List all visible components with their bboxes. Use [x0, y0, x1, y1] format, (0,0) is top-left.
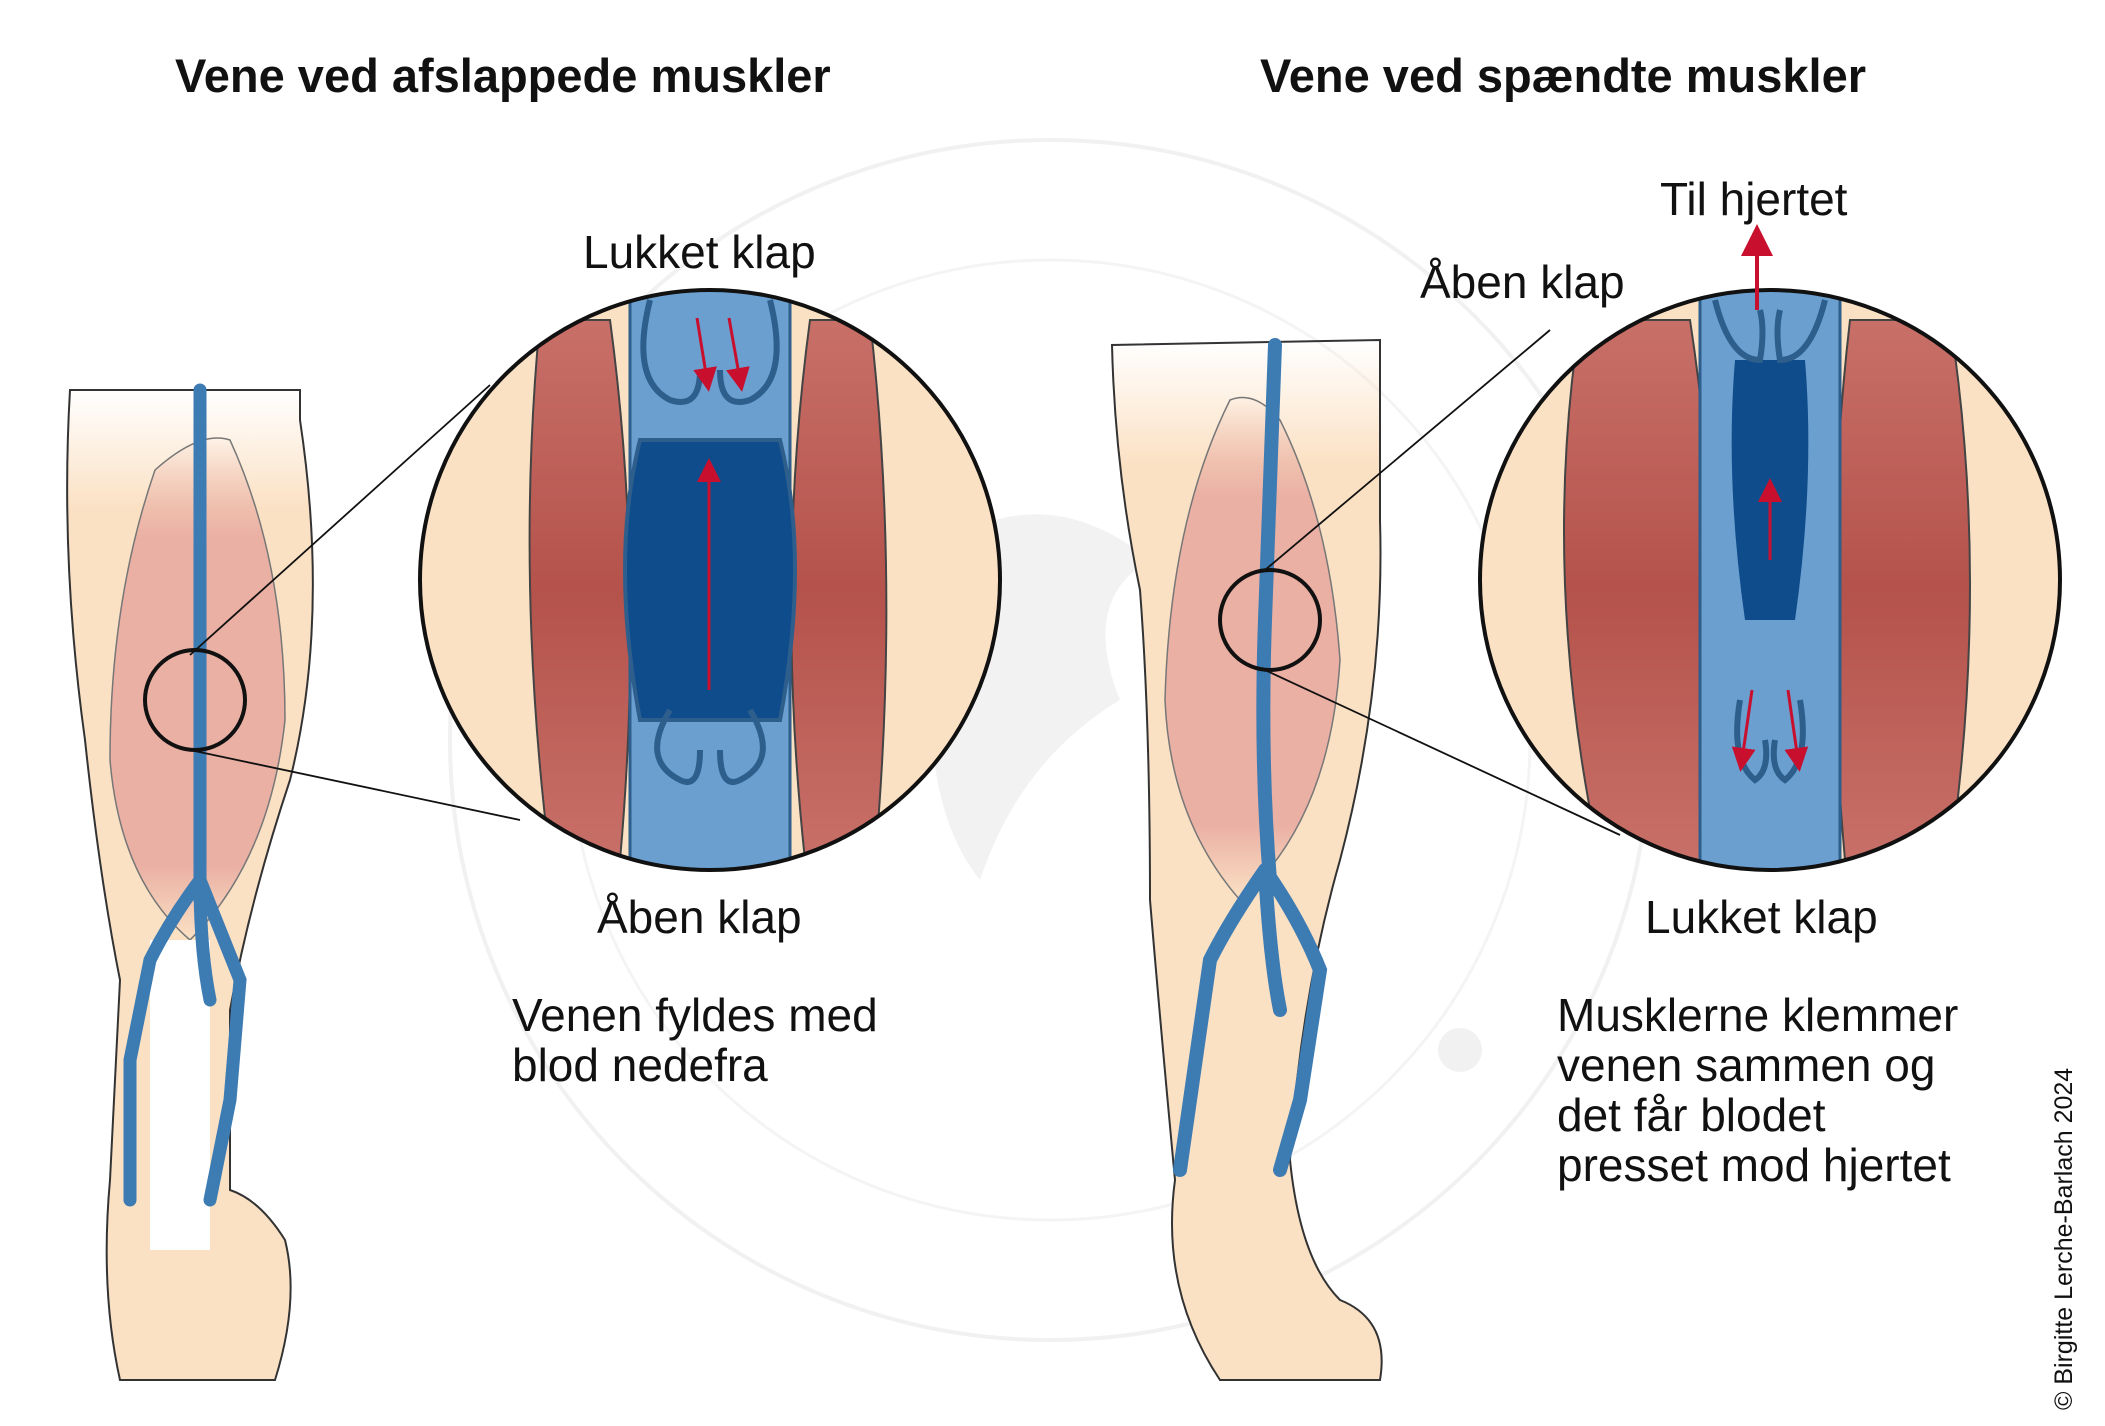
right-caption: Musklerne klemmer venen sammen og det få…: [1557, 990, 1958, 1190]
left-zoom-line-top: [189, 384, 491, 656]
left-bottom-valve-label: Åben klap: [597, 891, 802, 943]
right-caption-line-1: Musklerne klemmer: [1557, 989, 1959, 1041]
right-caption-line-4: presset mod hjertet: [1557, 1139, 1951, 1191]
left-caption-line-1: Venen fyldes med: [512, 989, 878, 1041]
left-caption-line-2: blod nedefra: [512, 1039, 768, 1091]
left-top-valve-label: Lukket klap: [583, 226, 816, 278]
right-leg: [1110, 338, 1383, 1381]
right-caption-line-2: venen sammen og: [1557, 1039, 1936, 1091]
copyright-notice: © Birgitte Lerche-Barlach 2024: [2050, 1067, 2078, 1410]
left-magnifier: [418, 288, 1002, 872]
right-title: Vene ved spændte muskler: [1260, 49, 1867, 102]
left-caption: Venen fyldes med blod nedefra: [512, 990, 878, 1090]
right-zoom-line-top: [1264, 329, 1551, 571]
right-caption-line-3: det får blodet: [1557, 1089, 1826, 1141]
left-zoom-line-bottom: [189, 749, 521, 821]
right-bottom-valve-label: Lukket klap: [1645, 891, 1878, 943]
left-leg: [66, 383, 314, 1381]
right-top-valve-label: Åben klap: [1420, 256, 1625, 308]
right-magnifier: [1478, 288, 2062, 872]
left-title: Vene ved afslappede muskler: [175, 49, 831, 102]
to-heart-label: Til hjertet: [1660, 173, 1848, 225]
right-zoom-line-bottom: [1264, 669, 1621, 836]
